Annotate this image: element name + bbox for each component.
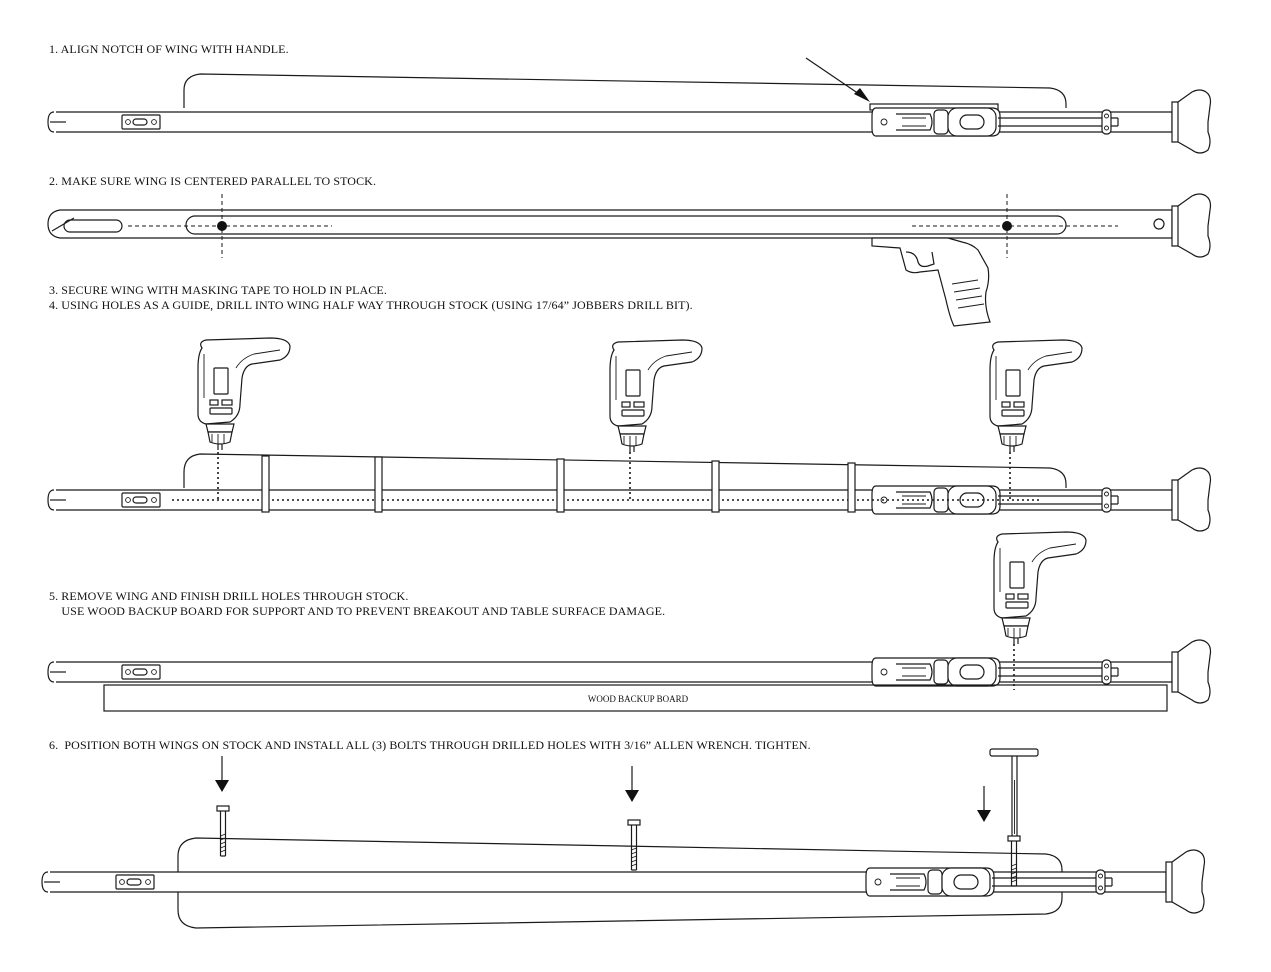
step2-diagram (47, 193, 1212, 327)
step-3-text: 3. SECURE WING WITH MASKING TAPE TO HOLD… (49, 283, 387, 297)
arrow-icon (805, 57, 870, 102)
arrow-icon (976, 785, 992, 823)
step1-diagram (47, 57, 1212, 154)
step-1-text: 1. ALIGN NOTCH OF WING WITH HANDLE. (49, 42, 289, 56)
drill-icon (197, 337, 291, 451)
wing-icon (185, 215, 1067, 235)
wing-icon (177, 892, 1063, 929)
step34-diagram (47, 337, 1212, 532)
wing-icon (183, 453, 1067, 488)
drill-icon (609, 339, 703, 453)
arrow-icon (624, 765, 640, 803)
step-6-text: 6. POSITION BOTH WINGS ON STOCK AND INST… (49, 738, 811, 752)
step-5-text: 5. REMOVE WING AND FINISH DRILL HOLES TH… (49, 589, 409, 603)
bolt-icon (627, 819, 641, 871)
allen-wrench-icon (989, 748, 1039, 836)
drill-icon (993, 531, 1087, 645)
step-4-text: 4. USING HOLES AS A GUIDE, DRILL INTO WI… (49, 298, 693, 312)
step5-diagram: WOOD BACKUP BOARD (47, 531, 1212, 712)
bolt-icon (216, 805, 230, 857)
speargun-stock-icon (56, 661, 1173, 683)
speargun-stock-icon (50, 871, 1167, 893)
step-2-text: 2. MAKE SURE WING IS CENTERED PARALLEL T… (49, 174, 377, 188)
wing-icon (177, 837, 1063, 872)
speargun-stock-icon (56, 111, 1173, 133)
wing-icon (183, 73, 1067, 108)
step-5b-text: USE WOOD BACKUP BOARD FOR SUPPORT AND TO… (49, 604, 666, 618)
wood-backup-board (103, 684, 1168, 712)
drill-icon (989, 339, 1083, 453)
backup-board-label: WOOD BACKUP BOARD (588, 694, 689, 704)
arrow-icon (214, 755, 230, 793)
speargun-stock-icon (47, 209, 1173, 239)
step6-diagram (41, 748, 1206, 929)
